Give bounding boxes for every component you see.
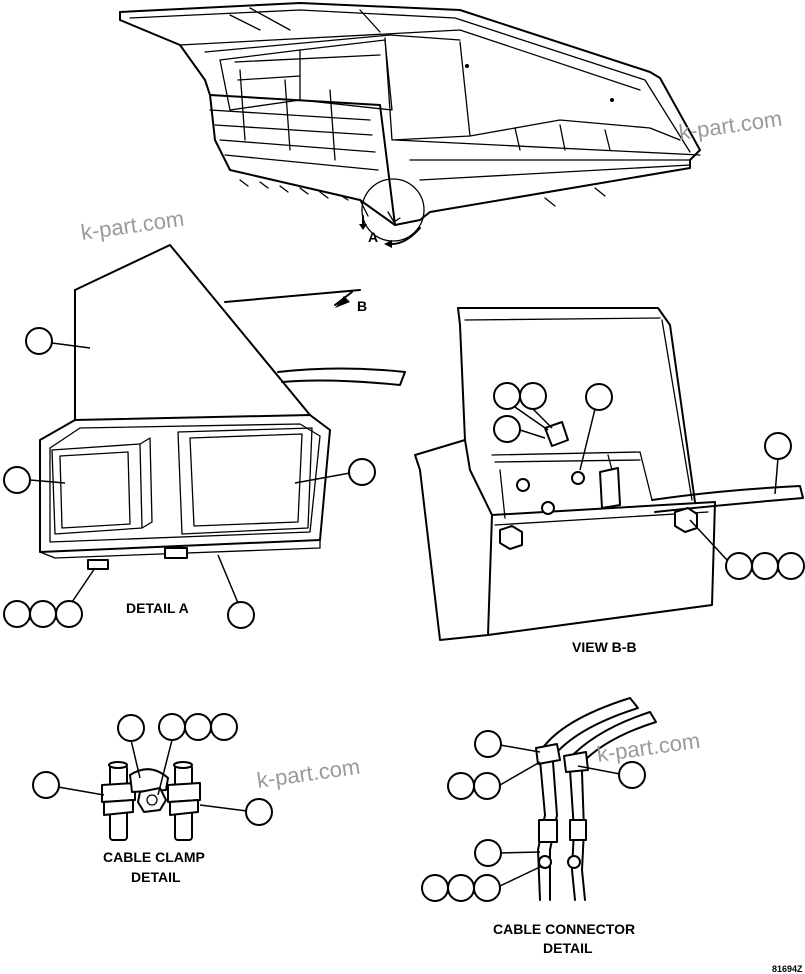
callout-bubble — [493, 415, 521, 443]
callout-bubble — [751, 552, 779, 580]
callout-bubble — [474, 730, 502, 758]
callout-bubble — [473, 772, 501, 800]
detail-a-drawing — [39, 244, 406, 570]
callout-bubble — [117, 714, 145, 742]
detail-a-label: DETAIL A — [126, 600, 189, 616]
callout-bubble — [25, 327, 53, 355]
callout-bubble — [245, 798, 273, 826]
callout-bubble — [3, 600, 31, 628]
callout-bubble — [55, 600, 83, 628]
watermark-1: k-part.com — [79, 206, 185, 245]
view-bb-callouts — [493, 382, 805, 580]
watermark-3: k-part.com — [255, 754, 361, 793]
callout-bubble — [32, 771, 60, 799]
callout-bubble — [184, 713, 212, 741]
callout-bubble — [585, 383, 613, 411]
cable-clamp-label-2: DETAIL — [131, 869, 181, 885]
arrow-b-label: B — [357, 298, 367, 314]
view-bb-drawing — [414, 307, 804, 641]
callout-bubble — [473, 874, 501, 902]
watermark-4: k-part.com — [595, 728, 701, 767]
callout-bubble — [519, 382, 547, 410]
callout-bubble — [725, 552, 753, 580]
cable-connector-label-1: CABLE CONNECTOR — [493, 921, 635, 937]
watermark-2: k-part.com — [677, 106, 783, 145]
callout-bubble — [764, 432, 792, 460]
callout-bubble — [227, 601, 255, 629]
view-bb-label: VIEW B-B — [572, 639, 637, 655]
callout-bubble — [210, 713, 238, 741]
cable-clamp-callouts — [32, 713, 273, 826]
cable-connector-callouts — [421, 730, 646, 902]
dump-body-drawing — [119, 2, 701, 248]
callout-bubble — [348, 458, 376, 486]
callout-bubble — [447, 772, 475, 800]
cable-connector-drawing — [535, 697, 657, 901]
callout-bubble — [3, 466, 31, 494]
arrow-a-label: A — [368, 229, 378, 245]
drawing-number: 81694Z — [772, 964, 803, 974]
callout-bubble — [777, 552, 805, 580]
cable-clamp-drawing — [101, 761, 201, 841]
detail-a-callouts — [3, 327, 376, 629]
callout-bubble — [29, 600, 57, 628]
callout-bubble — [447, 874, 475, 902]
callout-bubble — [158, 713, 186, 741]
cable-connector-label-2: DETAIL — [543, 940, 593, 956]
callout-bubble — [474, 839, 502, 867]
callout-bubble — [618, 761, 646, 789]
callout-bubble — [421, 874, 449, 902]
cable-clamp-label-1: CABLE CLAMP — [103, 849, 205, 865]
callout-bubble — [493, 382, 521, 410]
